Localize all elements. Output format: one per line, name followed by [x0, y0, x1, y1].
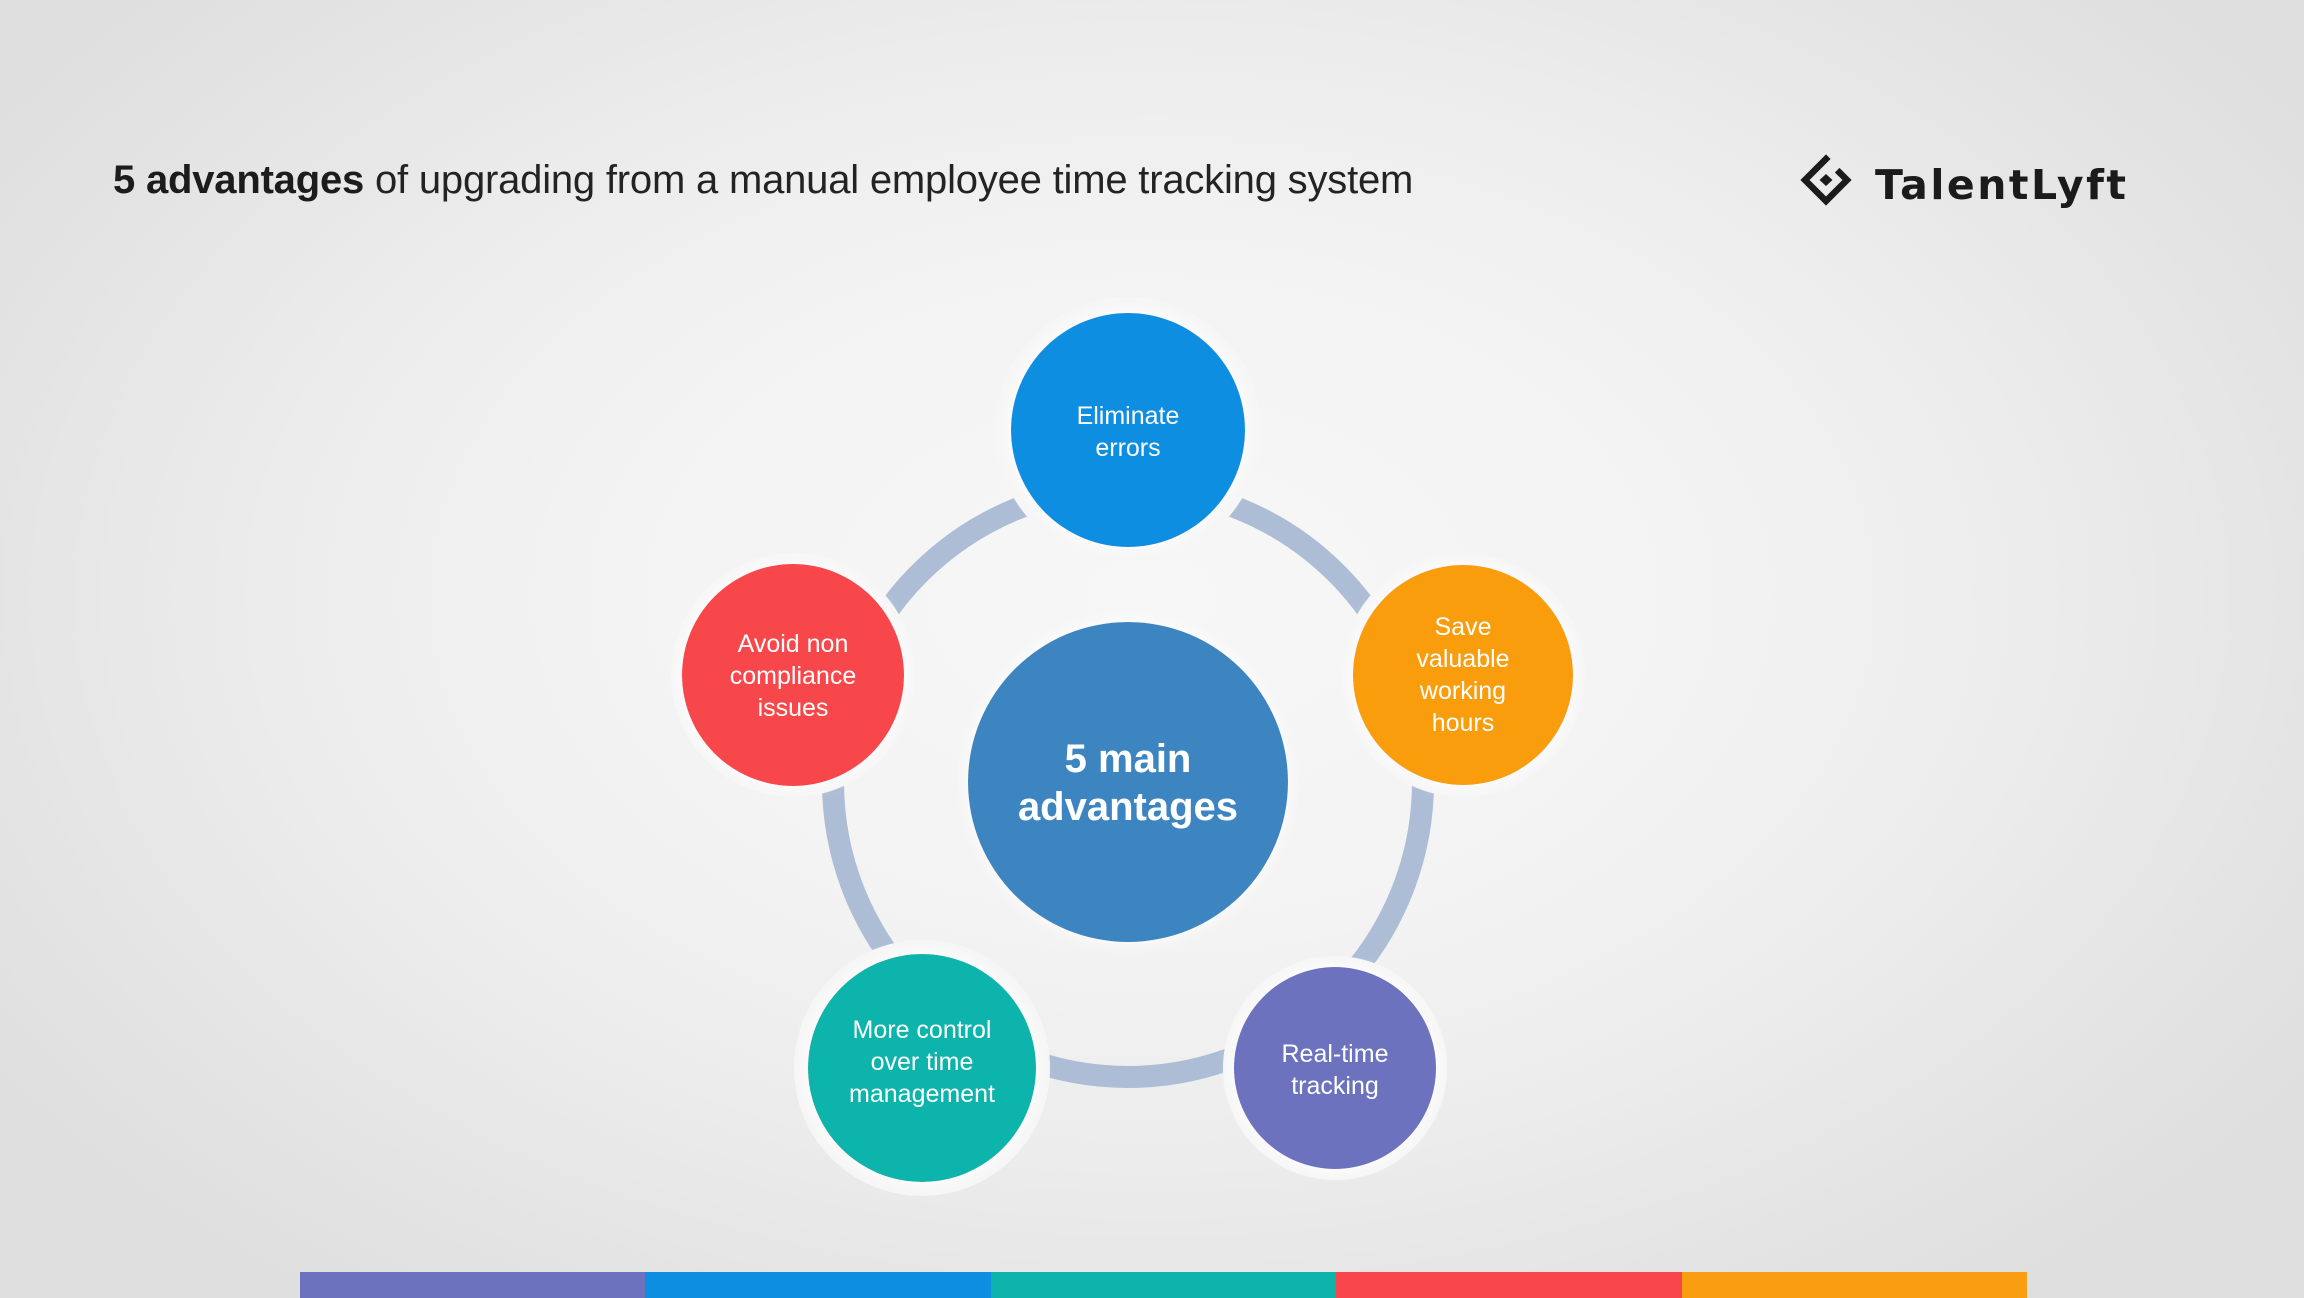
node-real-time-tracking[interactable]: Real-time tracking [1234, 967, 1436, 1169]
node-avoid-non-compliance-circle[interactable] [682, 564, 904, 786]
node-eliminate-errors-line-1: Eliminate [1077, 402, 1180, 430]
node-real-time-tracking-line-1: Real-time [1282, 1040, 1389, 1068]
center-node-line-2: advantages [1018, 785, 1238, 829]
node-avoid-non-compliance-line-3: issues [758, 694, 829, 722]
node-save-valuable-working-hours-circle[interactable] [1353, 565, 1573, 785]
node-more-control-line-3: management [849, 1080, 995, 1108]
page-title: 5 advantages of upgrading from a manual … [113, 155, 1413, 205]
brand-wordmark: TalentLyft [1875, 160, 2129, 209]
node-save-hours-line-2: valuable [1416, 645, 1509, 673]
node-save-hours-line-4: hours [1432, 709, 1495, 737]
page-title-strong: 5 advantages [113, 158, 365, 202]
node-real-time-tracking-line-2: tracking [1291, 1072, 1379, 1100]
node-real-time-tracking-circle[interactable] [1234, 967, 1436, 1169]
ring-halo-group [671, 297, 1585, 1196]
node-avoid-non-compliance-issues[interactable]: Avoid non compliance issues [682, 564, 904, 786]
node-save-hours-line-3: working [1419, 677, 1506, 705]
center-node-circle[interactable] [968, 622, 1288, 942]
center-node-line-1: 5 main [1065, 737, 1192, 781]
node-eliminate-errors-circle[interactable] [1011, 313, 1245, 547]
footer-segment-teal [990, 1272, 1337, 1298]
footer-segment-purple [300, 1272, 646, 1298]
node-save-valuable-working-hours[interactable]: Save valuable working hours [1353, 565, 1573, 785]
node-eliminate-errors[interactable]: Eliminate errors [1011, 313, 1245, 547]
node-avoid-non-compliance-line-1: Avoid non [738, 630, 849, 658]
page-header: 5 advantages of upgrading from a manual … [0, 0, 2304, 260]
node-more-control-line-1: More control [853, 1016, 992, 1044]
node-more-control-line-2: over time [871, 1048, 974, 1076]
page-title-rest: of upgrading from a manual employee time… [364, 158, 1414, 202]
node-avoid-non-compliance-line-2: compliance [730, 662, 856, 690]
center-node[interactable]: 5 main advantages [968, 622, 1288, 942]
connector-ring [822, 476, 1434, 1088]
node-more-control-circle[interactable] [808, 954, 1036, 1182]
node-eliminate-errors-line-2: errors [1095, 434, 1160, 462]
footer-color-bar [300, 1272, 2028, 1298]
footer-segment-orange [1681, 1272, 2028, 1298]
node-save-hours-line-1: Save [1435, 613, 1492, 641]
diamond-logo-icon [1800, 154, 1852, 206]
footer-segment-blue [645, 1272, 991, 1298]
node-more-control-over-time-management[interactable]: More control over time management [808, 954, 1036, 1182]
brand-logo: TalentLyft [1795, 152, 2129, 218]
footer-segment-red [1336, 1272, 1682, 1298]
